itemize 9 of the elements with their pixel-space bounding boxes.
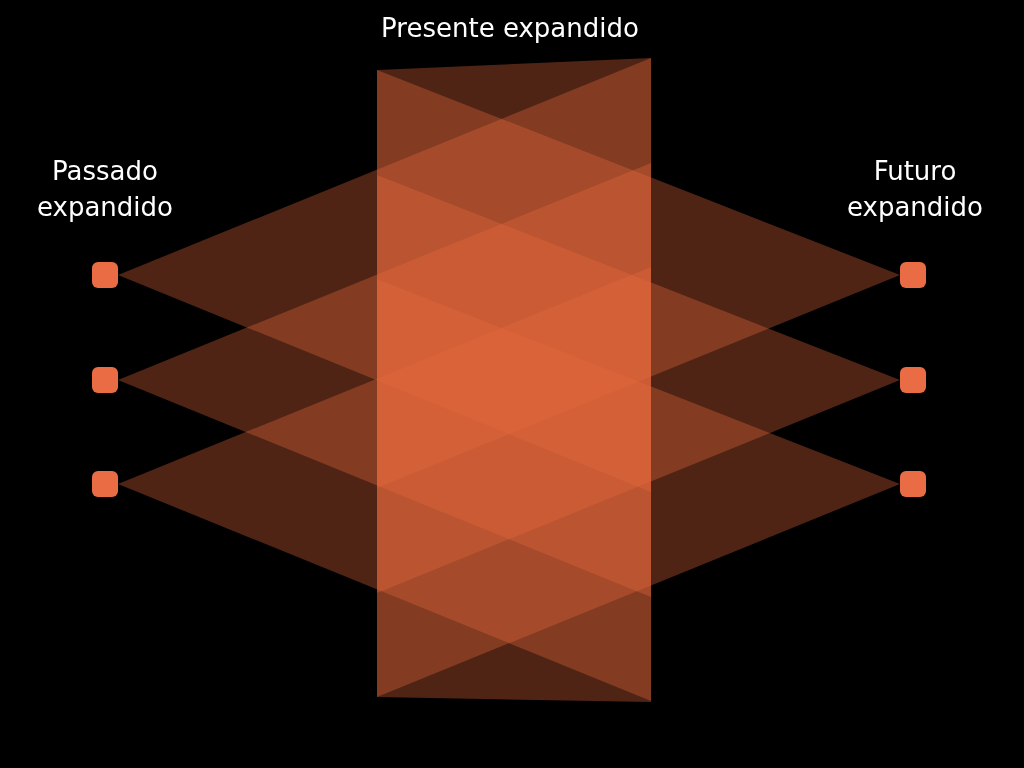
- marker-square: [900, 262, 926, 288]
- heading-label: Futuro expandido: [846, 155, 984, 224]
- marker-square: [900, 471, 926, 497]
- marker-square: [92, 367, 118, 393]
- heading-label: Passado expandido: [36, 155, 174, 224]
- marker-square: [92, 262, 118, 288]
- heading-label: Presente expandido: [380, 12, 640, 45]
- marker-square: [900, 367, 926, 393]
- marker-square: [92, 471, 118, 497]
